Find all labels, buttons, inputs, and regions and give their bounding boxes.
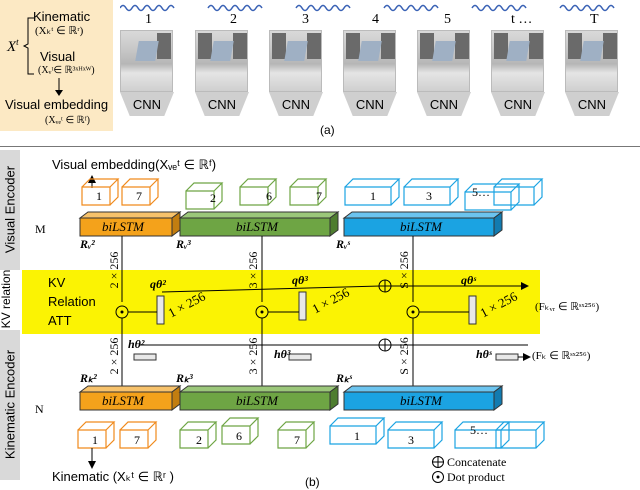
visual-embedding-formula: (Xᵥₑᵗ ∈ ℝᶠ) — [45, 115, 91, 126]
caption-a: (a) — [320, 123, 335, 137]
down-arrow-icon — [55, 78, 63, 96]
rk-3-label: Rₖ³ — [176, 371, 193, 385]
h-s-label: hθˢ — [476, 347, 492, 361]
bottom-cube-label: 7 — [134, 433, 140, 447]
top-cube-label: 1 — [96, 189, 102, 203]
video-frame-2 — [195, 30, 248, 92]
visual-formula: (Xᵥᵗ∈ ℝ³ˣᴴˣᵂ) — [38, 65, 95, 76]
visual-bilstm-3-label: biLSTM — [400, 219, 442, 234]
dim-k-s: S × 256 — [397, 337, 411, 375]
kinematic-bilstm-3-label: biLSTM — [400, 393, 442, 408]
top-cube-label: 7 — [136, 189, 142, 203]
f-k-label: (Fₖ ∈ ℝˢˣ²⁵⁶) — [532, 350, 591, 362]
legend-concatenate: Concatenate — [447, 455, 507, 469]
dim-k-3: 3 × 256 — [246, 337, 260, 375]
visual-embedding-label: Visual embedding — [5, 97, 109, 112]
top-cube-label: 2 — [210, 191, 216, 205]
kv-relation-band — [22, 270, 540, 334]
visual-bilstm-2-label: biLSTM — [236, 219, 278, 234]
video-frame-5 — [417, 30, 470, 92]
rk-s-label: Rₖˢ — [336, 371, 352, 385]
dim-v-3: 3 × 256 — [246, 251, 260, 289]
cnn-block-T: CNN — [565, 92, 619, 116]
visual-bilstm-1-label: biLSTM — [102, 219, 144, 234]
bottom-cube-label: 3 — [408, 433, 414, 447]
cnn-block-t: CNN — [491, 92, 545, 116]
cnn-block-4: CNN — [343, 92, 397, 116]
dim-v-2: 2 × 256 — [107, 251, 121, 289]
frame-label-1: 1 — [145, 12, 152, 27]
top-cube-label: 7 — [316, 189, 322, 203]
top-cube-label: 5… — [472, 185, 490, 199]
n-label: N — [35, 402, 44, 416]
frame-label-3: 3 — [302, 12, 309, 27]
x-t-bracket — [22, 17, 34, 75]
legend-dot-product: Dot product — [447, 470, 505, 484]
h-2-label: hθ² — [128, 337, 145, 351]
visual-label: Visual — [40, 49, 76, 64]
cnn-block-2: CNN — [195, 92, 249, 116]
bottom-cube-label: 1 — [92, 433, 98, 447]
rv-s-label: Rᵥˢ — [336, 237, 350, 251]
kinematic-signal-strips — [120, 4, 615, 12]
video-frame-3 — [269, 30, 322, 92]
rk-2-label: Rₖ² — [80, 371, 97, 385]
bottom-cube-label: 6 — [236, 429, 242, 443]
caption-b: (b) — [305, 475, 320, 489]
bottom-cube-label: 2 — [196, 433, 202, 447]
q-s-label: qθˢ — [461, 273, 477, 287]
kinematic-encoder-side-panel — [0, 330, 20, 480]
video-frame-T — [565, 30, 618, 92]
cnn-block-3: CNN — [269, 92, 323, 116]
kinematic-label: Kinematic — [33, 9, 91, 24]
video-frame-4 — [343, 30, 396, 92]
bottom-cube-label: 5… — [470, 423, 488, 437]
visual-embedding-top-label: Visual embedding(Xᵥₑᵗ ∈ ℝᶠ) — [52, 157, 217, 172]
top-cube-label: 6 — [266, 189, 272, 203]
frame-label-4: 4 — [372, 12, 379, 27]
cnn-block-5: CNN — [417, 92, 471, 116]
kinematic-formula: (Xₖᵗ ∈ ℝʳ) — [35, 25, 84, 37]
frame-label-2: 2 — [230, 12, 237, 27]
top-cube-label: 3 — [426, 189, 432, 203]
dim-v-s: S × 256 — [397, 251, 411, 289]
frame-label-t: t … — [511, 12, 533, 27]
kinematic-bottom-label: Kinematic (Xₖᵗ ∈ ℝʳ ) — [52, 469, 174, 484]
top-cube-label: 1 — [370, 189, 376, 203]
kinematic-bilstm-1-label: biLSTM — [102, 393, 144, 408]
bottom-cube-label: 1 — [354, 429, 360, 443]
h-3-label: hθ³ — [274, 347, 291, 361]
dim-k-2: 2 × 256 — [107, 337, 121, 375]
frame-label-T: T — [590, 12, 599, 27]
x-t-label: Xt — [7, 37, 19, 55]
frame-label-5: 5 — [444, 12, 451, 27]
kv-att-line1: KV — [48, 275, 66, 290]
video-frame-t — [491, 30, 544, 92]
f-kvr-label: (Fₖᵥᵣ ∈ ℝˢˣ²⁵⁶) — [535, 301, 600, 313]
visual-encoder-side-panel — [0, 150, 20, 270]
rv-2-label: Rᵥ² — [80, 237, 95, 251]
cnn-block-1: CNN — [120, 92, 174, 116]
divider-line — [0, 146, 640, 147]
kinematic-bilstm-2-label: biLSTM — [236, 393, 278, 408]
m-label: M — [35, 222, 46, 236]
bottom-cube-label: 7 — [294, 433, 300, 447]
q-2-label: qθ² — [150, 277, 166, 291]
kinematic-visual-panel — [0, 0, 113, 131]
kv-att-line3: ATT — [48, 313, 72, 328]
q-3-label: qθ³ — [292, 273, 308, 287]
kv-att-line2: Relation — [48, 294, 96, 309]
video-frame-1 — [120, 30, 173, 92]
rv-3-label: Rᵥ³ — [176, 237, 191, 251]
